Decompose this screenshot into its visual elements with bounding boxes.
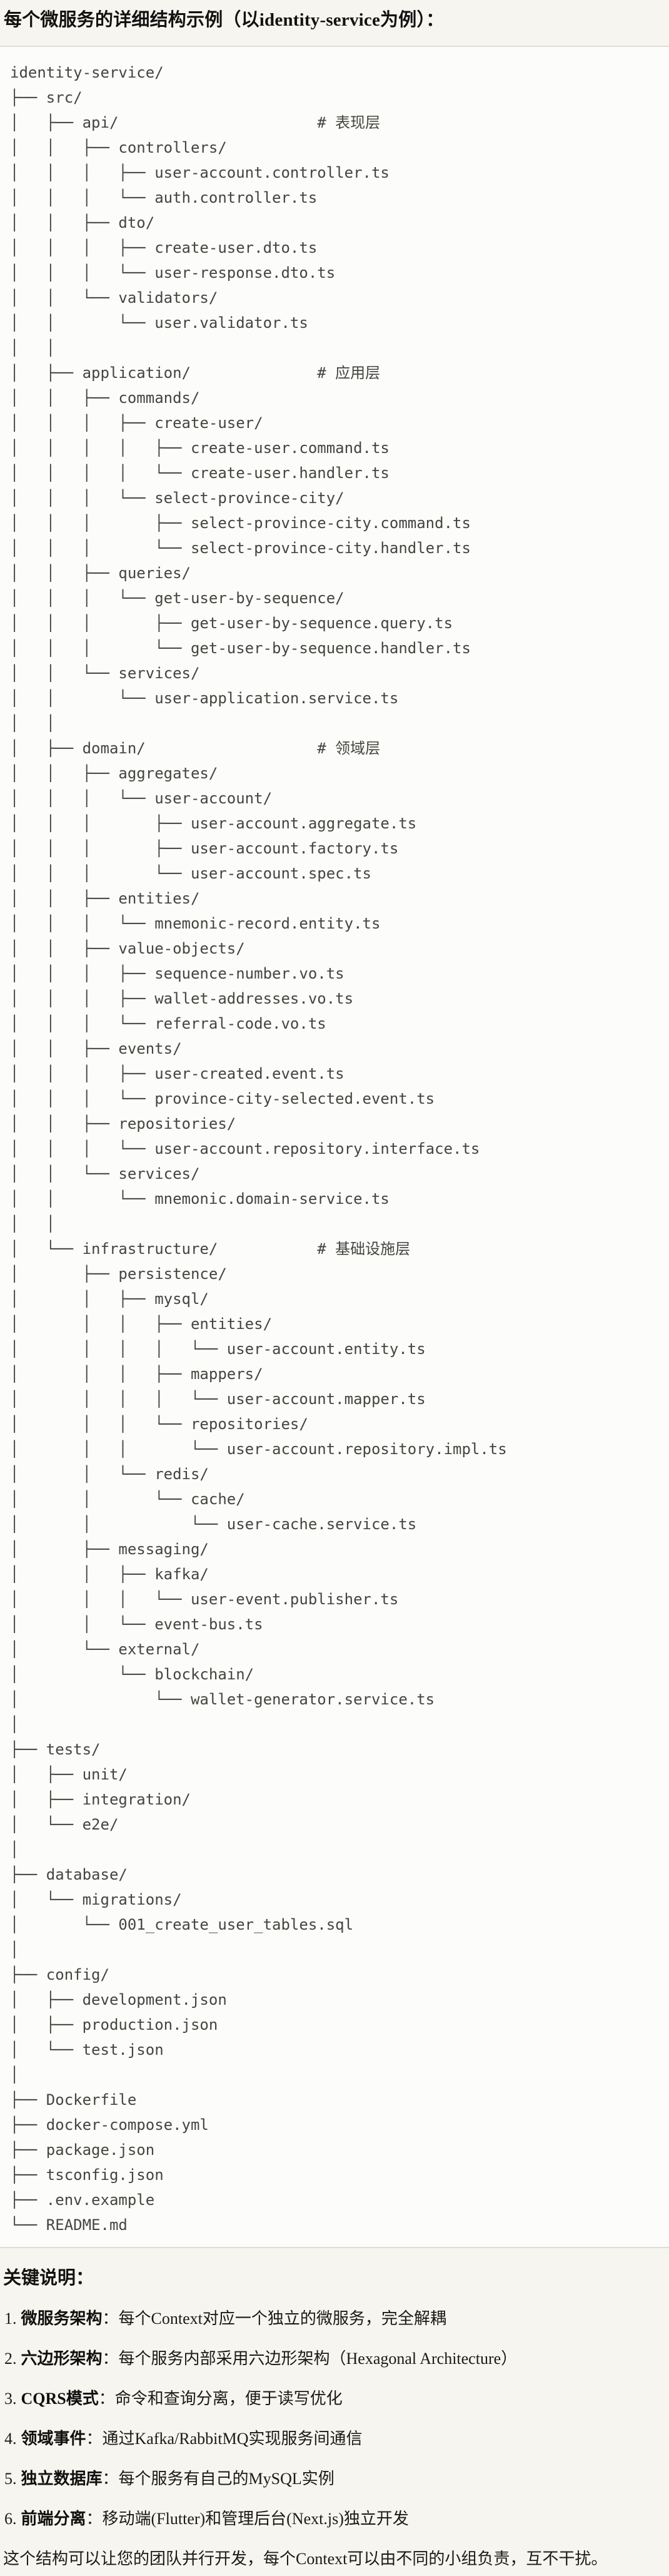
note-number: 4. (4, 2430, 17, 2448)
note-item: 2.六边形架构：每个服务内部采用六边形架构（Hexagonal Architec… (3, 2348, 666, 2370)
note-colon: ： (102, 2470, 119, 2488)
note-number: 6. (4, 2510, 17, 2528)
note-colon: ： (102, 2349, 119, 2368)
note-desc: 移动端(Flutter)和管理后台(Next.js)独立开发 (102, 2510, 409, 2528)
note-term: 领域事件 (21, 2430, 86, 2448)
note-desc: 每个Context对应一个独立的微服务，完全解耦 (118, 2309, 446, 2328)
page-title: 每个微服务的详细结构示例（以identity-service为例）： (4, 10, 445, 30)
note-number: 5. (4, 2470, 17, 2488)
note-colon: ： (86, 2430, 103, 2448)
note-desc: 通过Kafka/RabbitMQ实现服务间通信 (102, 2430, 363, 2448)
footer-note: 这个结构可以让您的团队并行开发，每个Context可以由不同的小组负责，互不干扰… (3, 2550, 608, 2568)
note-item: 5.独立数据库：每个服务有自己的MySQL实例 (3, 2468, 666, 2490)
note-term: 前端分离 (21, 2510, 86, 2528)
note-colon: ： (86, 2510, 103, 2528)
note-desc: 命令和查询分离，便于读写优化 (114, 2390, 343, 2408)
note-number: 2. (4, 2349, 17, 2368)
notes-heading: 关键说明： (3, 2268, 94, 2288)
note-item: 4.领域事件：通过Kafka/RabbitMQ实现服务间通信 (3, 2428, 666, 2450)
note-colon: ： (102, 2309, 119, 2328)
note-desc: 每个服务有自己的MySQL实例 (118, 2470, 334, 2488)
note-colon: ： (98, 2390, 115, 2408)
note-item: 3.CQRS模式：命令和查询分离，便于读写优化 (3, 2388, 666, 2410)
note-term: 微服务架构 (21, 2309, 103, 2328)
note-item: 6.前端分离：移动端(Flutter)和管理后台(Next.js)独立开发 (3, 2508, 666, 2530)
note-item: 1.微服务架构：每个Context对应一个独立的微服务，完全解耦 (3, 2308, 666, 2329)
code-block: identity-service/ ├── src/ │ ├── api/ # … (0, 46, 669, 2248)
note-number: 1. (4, 2309, 17, 2328)
note-term: 六边形架构 (21, 2349, 103, 2368)
note-term: 独立数据库 (21, 2470, 103, 2488)
note-term: CQRS模式 (21, 2390, 99, 2408)
note-number: 3. (4, 2390, 17, 2408)
note-desc: 每个服务内部采用六边形架构（Hexagonal Architecture） (118, 2349, 518, 2368)
file-tree: identity-service/ ├── src/ │ ├── api/ # … (10, 64, 507, 2234)
notes-list: 1.微服务架构：每个Context对应一个独立的微服务，完全解耦 2.六边形架构… (3, 2308, 666, 2530)
